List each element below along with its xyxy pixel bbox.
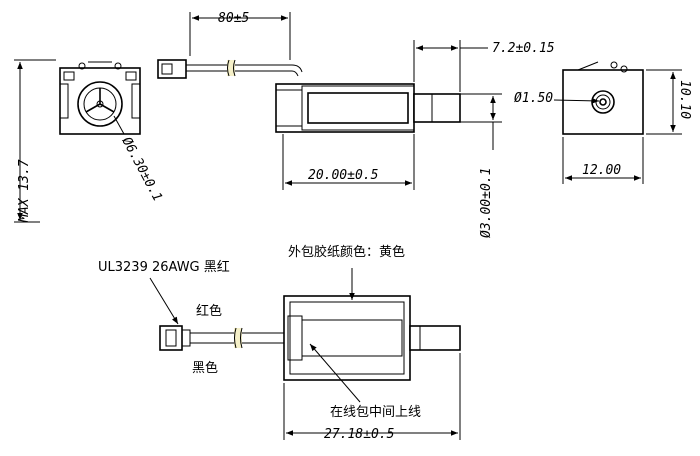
hole-diameter-leader [553,98,600,104]
rear-view-pin [620,65,628,73]
front-view-notch [125,71,137,81]
black-wire-note: 黑色 [192,360,218,376]
protrusion-label: 7.2±0.15 [492,41,555,56]
wire-spec-leader [149,277,179,325]
front-view-outer-circle [77,81,123,127]
assembly-frame-inner [289,301,405,375]
side-view-plunger [413,93,461,123]
side-height-label: 10.10 [677,80,692,119]
front-end-view: MAX 13.7 Ø6.30±0.1 [14,59,165,223]
assembly-plunger [409,325,461,351]
rear-view-frame [562,69,644,135]
side-width-label: 12.00 [582,163,621,178]
red-wire-note: 红色 [196,303,222,319]
side-view-break-mark [227,59,236,77]
side-view-body [275,83,415,133]
assembly-wire-break [234,328,242,348]
coil-lead-note: 在线包中间上线 [330,405,421,420]
front-view-slot [131,83,141,119]
front-view-pin [78,62,86,70]
body-length-label: 20.00±0.5 [308,168,379,183]
end-diameter-leader [113,115,125,135]
rear-view-top-edge [577,61,599,71]
rear-end-view: Ø1.50 10.10 12.00 [514,61,692,184]
front-view-notch [63,71,75,81]
front-view-hub [96,100,104,108]
assembly-view: UL3239 26AWG 黑红 外包胶纸颜色：黄色 红色 黑色 在线包中间上线 … [98,244,461,442]
max-height-label: MAX 13.7 [17,159,32,223]
wire-spec-note: UL3239 26AWG 黑红 [98,259,230,275]
assembly-break-mark [234,327,243,349]
assembly-connector-inner [165,329,177,347]
plunger-diameter-label: Ø3.00±0.1 [479,168,494,238]
wrap-tape-note: 外包胶纸颜色：黄色 [288,244,405,260]
side-view: 80±5 7.2±0.15 20.00±0.5 Ø3.00±0.1 [157,11,555,238]
side-view-window [307,92,409,124]
side-view-wire-break [227,60,235,76]
end-diameter-label: Ø6.30±0.1 [118,135,164,204]
side-view-connector-pin [161,63,173,75]
rear-view-pin [610,61,618,69]
lead-length-label: 80±5 [218,11,249,26]
assembly-coil [301,319,403,357]
hole-diameter-label: Ø1.50 [514,91,553,106]
assembly-frame [283,295,411,381]
side-view-wire-bend [291,64,303,77]
front-view-slot [59,83,69,119]
assembly-connector-collar [181,329,191,347]
rear-view-hole [599,98,607,106]
front-view-pin [114,62,122,70]
coil-lead-leader [309,343,361,403]
total-length-label: 27.18±0.5 [324,427,395,442]
